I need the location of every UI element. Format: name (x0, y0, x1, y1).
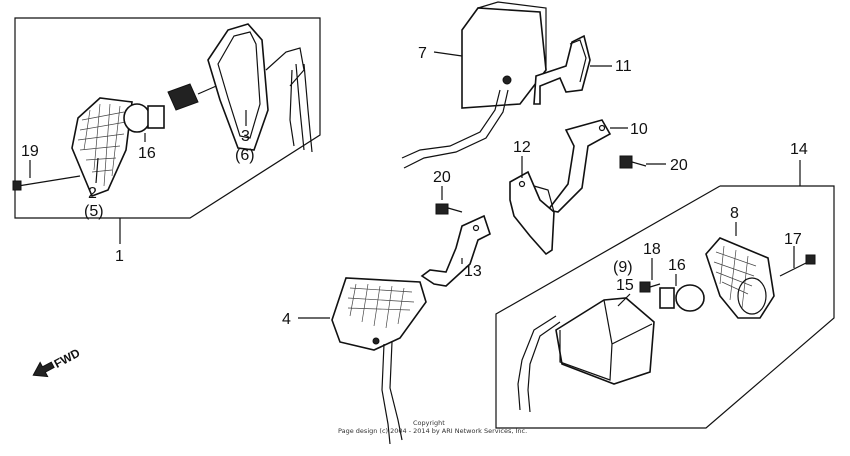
labels-13: 13 (461, 258, 482, 280)
copyright-line-1: Copyright (413, 419, 445, 427)
labels-10: 10 (610, 121, 648, 138)
labels-17: 17 (784, 231, 802, 268)
labels-4: 4 (282, 311, 330, 328)
label-18: 18 (643, 241, 661, 258)
labels-12: 12 (513, 139, 531, 178)
fwd-arrow-icon (32, 361, 55, 378)
label-11: 11 (615, 58, 632, 75)
label-8: 8 (730, 205, 739, 222)
bracket-part-12 (509, 170, 555, 256)
label-2: 2 (88, 185, 97, 202)
screw-part-19 (12, 175, 81, 191)
labels-15: (9) 15 (613, 259, 634, 307)
label-20-left: 20 (433, 169, 451, 186)
labels-8: 8 (730, 205, 739, 236)
label-9: (9) (613, 259, 633, 276)
label-7: 7 (418, 45, 427, 62)
housing-part-3 (207, 23, 313, 153)
labels-20-left: 20 (433, 169, 451, 200)
label-17: 17 (784, 231, 802, 248)
label-5: (5) (84, 203, 104, 220)
label-16-right: 16 (668, 257, 686, 274)
label-20-right: 20 (670, 157, 688, 174)
bracket-part-13 (420, 214, 491, 287)
labels-18: 18 (643, 241, 661, 280)
copyright-line-2: Page design (c) 2004 - 2014 by ARI Netwo… (338, 427, 527, 435)
screw-part-18 (639, 281, 661, 293)
lens-part-2 (71, 97, 133, 198)
group-box-14 (495, 185, 835, 429)
label-1: 1 (115, 248, 124, 265)
bracket-part-10 (546, 119, 612, 213)
label-19: 19 (21, 143, 39, 160)
lamp-part-4 (331, 277, 427, 445)
label-6: (6) (235, 147, 255, 164)
label-13: 13 (464, 263, 482, 280)
bulb-part-16-right (659, 284, 705, 312)
group-box-1 (14, 17, 321, 219)
socket (167, 79, 231, 111)
label-10: 10 (630, 121, 648, 138)
copyright-notice: Copyright Page design (c) 2004 - 2014 by… (338, 419, 527, 435)
housing-part-15 (517, 297, 655, 413)
bulb-part-16-left (123, 103, 165, 133)
labels-20-right: 20 (646, 157, 688, 174)
bolt-part-20-right (619, 155, 647, 169)
labels-left: 1 2 (5) 3 (6) 16 19 (21, 110, 255, 265)
labels-16-right: 16 (668, 257, 686, 286)
labels-14: 14 (790, 141, 808, 186)
screw-part-17 (779, 254, 816, 277)
label-16-left: 16 (138, 145, 156, 162)
labels-top-middle: 7 11 (418, 45, 632, 75)
label-12: 12 (513, 139, 531, 156)
label-15: 15 (616, 277, 634, 294)
lens-part-8 (705, 237, 775, 319)
lamp-part-7 (401, 1, 547, 169)
label-3: 3 (241, 128, 250, 145)
bolt-part-20-left (435, 203, 463, 215)
label-4: 4 (282, 311, 291, 328)
fwd-indicator: FWD (32, 346, 83, 378)
label-14: 14 (790, 141, 808, 158)
fwd-label: FWD (52, 346, 83, 371)
bracket-part-11 (533, 34, 591, 105)
